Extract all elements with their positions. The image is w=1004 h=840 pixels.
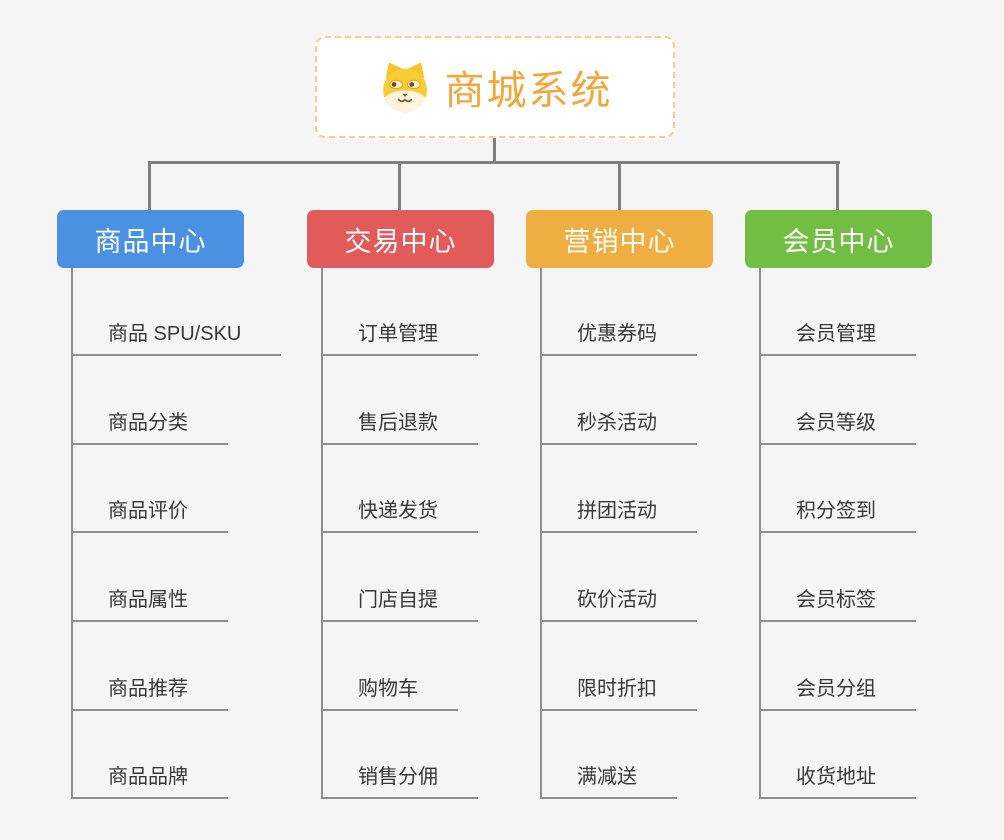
branch-node-product-center[interactable]: 商品中心 <box>57 210 244 268</box>
branch-node-trade-center[interactable]: 交易中心 <box>307 210 494 268</box>
leaf-topic[interactable]: 会员等级 <box>761 409 916 445</box>
leaf-topic[interactable]: 购物车 <box>323 675 458 711</box>
shiba-dog-icon <box>378 60 432 114</box>
branch-label: 交易中心 <box>344 226 457 257</box>
leaf-topic[interactable]: 商品属性 <box>73 586 228 622</box>
connector-drop-product <box>148 161 151 210</box>
leaf-topic[interactable]: 秒杀活动 <box>542 409 697 445</box>
connector-root-stem <box>493 138 496 163</box>
leaf-topic[interactable]: 会员管理 <box>761 320 916 356</box>
branch-children-member: 会员管理 会员等级 积分签到 会员标签 会员分组 收货地址 <box>759 268 916 799</box>
branch-label: 商品中心 <box>94 226 207 257</box>
branch-node-member-center[interactable]: 会员中心 <box>745 210 932 268</box>
leaf-topic[interactable]: 商品 SPU/SKU <box>73 320 282 356</box>
branch-node-marketing-center[interactable]: 营销中心 <box>526 210 713 268</box>
leaf-topic[interactable]: 会员分组 <box>761 675 916 711</box>
leaf-topic[interactable]: 订单管理 <box>323 320 478 356</box>
leaf-topic[interactable]: 门店自提 <box>323 586 478 622</box>
leaf-topic[interactable]: 商品品牌 <box>73 763 228 799</box>
branch-children-marketing: 优惠券码 秒杀活动 拼团活动 砍价活动 限时折扣 满减送 <box>540 268 697 799</box>
leaf-topic[interactable]: 销售分佣 <box>323 763 478 799</box>
branch-label: 会员中心 <box>782 226 895 257</box>
branch-label: 营销中心 <box>563 226 676 257</box>
leaf-topic[interactable]: 快递发货 <box>323 497 478 533</box>
leaf-topic[interactable]: 商品推荐 <box>73 675 228 711</box>
connector-horizontal-bar <box>148 161 840 164</box>
leaf-topic[interactable]: 售后退款 <box>323 409 478 445</box>
connector-drop-trade <box>398 161 401 210</box>
branch-children-trade: 订单管理 售后退款 快递发货 门店自提 购物车 销售分佣 <box>321 268 478 799</box>
leaf-topic[interactable]: 砍价活动 <box>542 586 697 622</box>
leaf-topic[interactable]: 收货地址 <box>761 763 916 799</box>
root-topic-node[interactable]: 商城系统 <box>315 36 675 138</box>
connector-drop-member <box>836 161 839 210</box>
leaf-topic[interactable]: 会员标签 <box>761 586 916 622</box>
leaf-topic[interactable]: 优惠券码 <box>542 320 697 356</box>
connector-drop-marketing <box>618 161 621 210</box>
leaf-topic[interactable]: 积分签到 <box>761 497 916 533</box>
leaf-topic[interactable]: 满减送 <box>542 763 677 799</box>
leaf-topic[interactable]: 限时折扣 <box>542 675 697 711</box>
branch-children-product: 商品 SPU/SKU 商品分类 商品评价 商品属性 商品推荐 商品品牌 <box>71 268 282 799</box>
leaf-topic[interactable]: 拼团活动 <box>542 497 697 533</box>
leaf-topic[interactable]: 商品评价 <box>73 497 228 533</box>
leaf-topic[interactable]: 商品分类 <box>73 409 228 445</box>
root-topic-title: 商城系统 <box>444 69 613 113</box>
